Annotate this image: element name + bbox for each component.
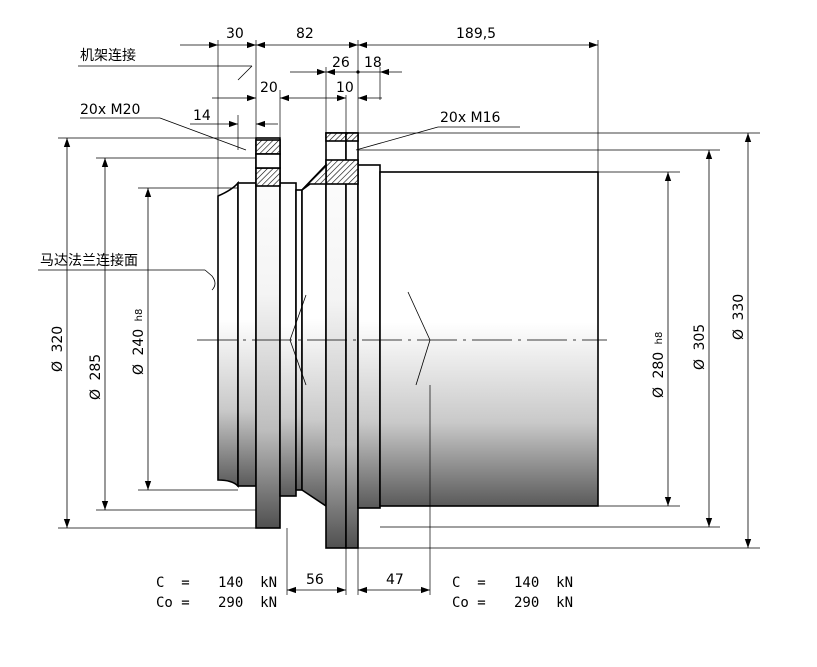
- dim-10: 10: [336, 80, 354, 96]
- dia-240: 240: [131, 329, 147, 356]
- output-flange-1: [325, 132, 347, 549]
- label-frame-connection: 机架连接: [80, 47, 136, 64]
- dia-symbol: Ø: [131, 364, 147, 375]
- load-c-label: C =: [452, 575, 486, 591]
- label-motor-flange-face: 马达法兰连接面: [40, 252, 138, 269]
- bolt-m20-section-top: [255, 139, 281, 155]
- dia-symbol: Ø: [50, 361, 66, 372]
- svg-text:Ø 305: Ø 305: [692, 324, 708, 370]
- bolt-m20-gap: [255, 153, 281, 169]
- load-co-value: 290 kN: [514, 595, 573, 611]
- dia-symbol: Ø: [692, 359, 708, 370]
- load-c-value: 140 kN: [218, 575, 277, 591]
- bolt-m16-section-top2: [345, 132, 359, 142]
- tapered-section: [301, 163, 327, 508]
- dim-20: 20: [260, 80, 278, 96]
- callouts: 机架连接 20x M20 20x M16 马达法兰连接面: [40, 47, 501, 269]
- bolt-m16-section-bottom: [325, 159, 359, 185]
- dim-47: 47: [386, 572, 404, 588]
- bolt-m16-taper-hatch: [301, 163, 327, 191]
- load-co-value: 290 kN: [218, 595, 277, 611]
- bolt-m16-section-top: [325, 132, 347, 142]
- dim-30: 30: [226, 26, 244, 42]
- spigot: [279, 182, 297, 497]
- main-cylinder: [379, 171, 599, 507]
- dim-18: 18: [364, 55, 382, 71]
- motor-flange-part: [217, 180, 239, 488]
- dim-82: 82: [296, 26, 314, 42]
- frame-flange: [255, 137, 281, 529]
- load-co-label: Co =: [452, 595, 486, 611]
- svg-text:Ø 285: Ø 285: [88, 354, 104, 400]
- dim-56: 56: [306, 572, 324, 588]
- bolt-sections: [255, 132, 359, 191]
- svg-text:Ø 280 h8: Ø 280 h8: [651, 332, 667, 398]
- svg-text:Ø 240 h8: Ø 240 h8: [131, 309, 147, 375]
- load-ratings-left: C = 140 kN Co = 290 kN: [156, 575, 277, 611]
- centerline: [197, 291, 607, 386]
- load-c-value: 140 kN: [514, 575, 573, 591]
- tol-h8: h8: [654, 332, 665, 345]
- output-flange-2: [345, 132, 359, 549]
- output-neck: [357, 164, 381, 509]
- dia-285: 285: [88, 354, 104, 381]
- load-co-label: Co =: [156, 595, 190, 611]
- load-c-label: C =: [156, 575, 190, 591]
- dim-26: 26: [332, 55, 350, 71]
- dimension-text: 30 82 189,5 26 18 20 10 14 56 47: [193, 26, 496, 588]
- svg-text:Ø 320: Ø 320: [50, 326, 66, 372]
- dim-189-5: 189,5: [456, 26, 496, 42]
- dia-280: 280: [651, 352, 667, 379]
- dia-305: 305: [692, 324, 708, 351]
- svg-text:Ø 330: Ø 330: [731, 294, 747, 340]
- label-bolts-m20: 20x M20: [80, 102, 140, 118]
- bolt-m20-section-bottom: [255, 167, 281, 187]
- dia-330: 330: [731, 294, 747, 321]
- dia-symbol: Ø: [88, 389, 104, 400]
- dia-symbol: Ø: [731, 329, 747, 340]
- mount-collar: [237, 182, 257, 487]
- dia-320: 320: [50, 326, 66, 353]
- label-bolts-m16: 20x M16: [440, 110, 501, 126]
- diameter-labels: Ø 320 Ø 285 Ø 240 h8 Ø 280 h8: [50, 294, 747, 400]
- gear-housing-body: [217, 132, 599, 549]
- tol-h8: h8: [134, 309, 145, 322]
- dim-14: 14: [193, 108, 211, 124]
- dia-symbol: Ø: [651, 387, 667, 398]
- dimension-lines: [38, 41, 752, 594]
- load-ratings-right: C = 140 kN Co = 290 kN: [452, 575, 573, 611]
